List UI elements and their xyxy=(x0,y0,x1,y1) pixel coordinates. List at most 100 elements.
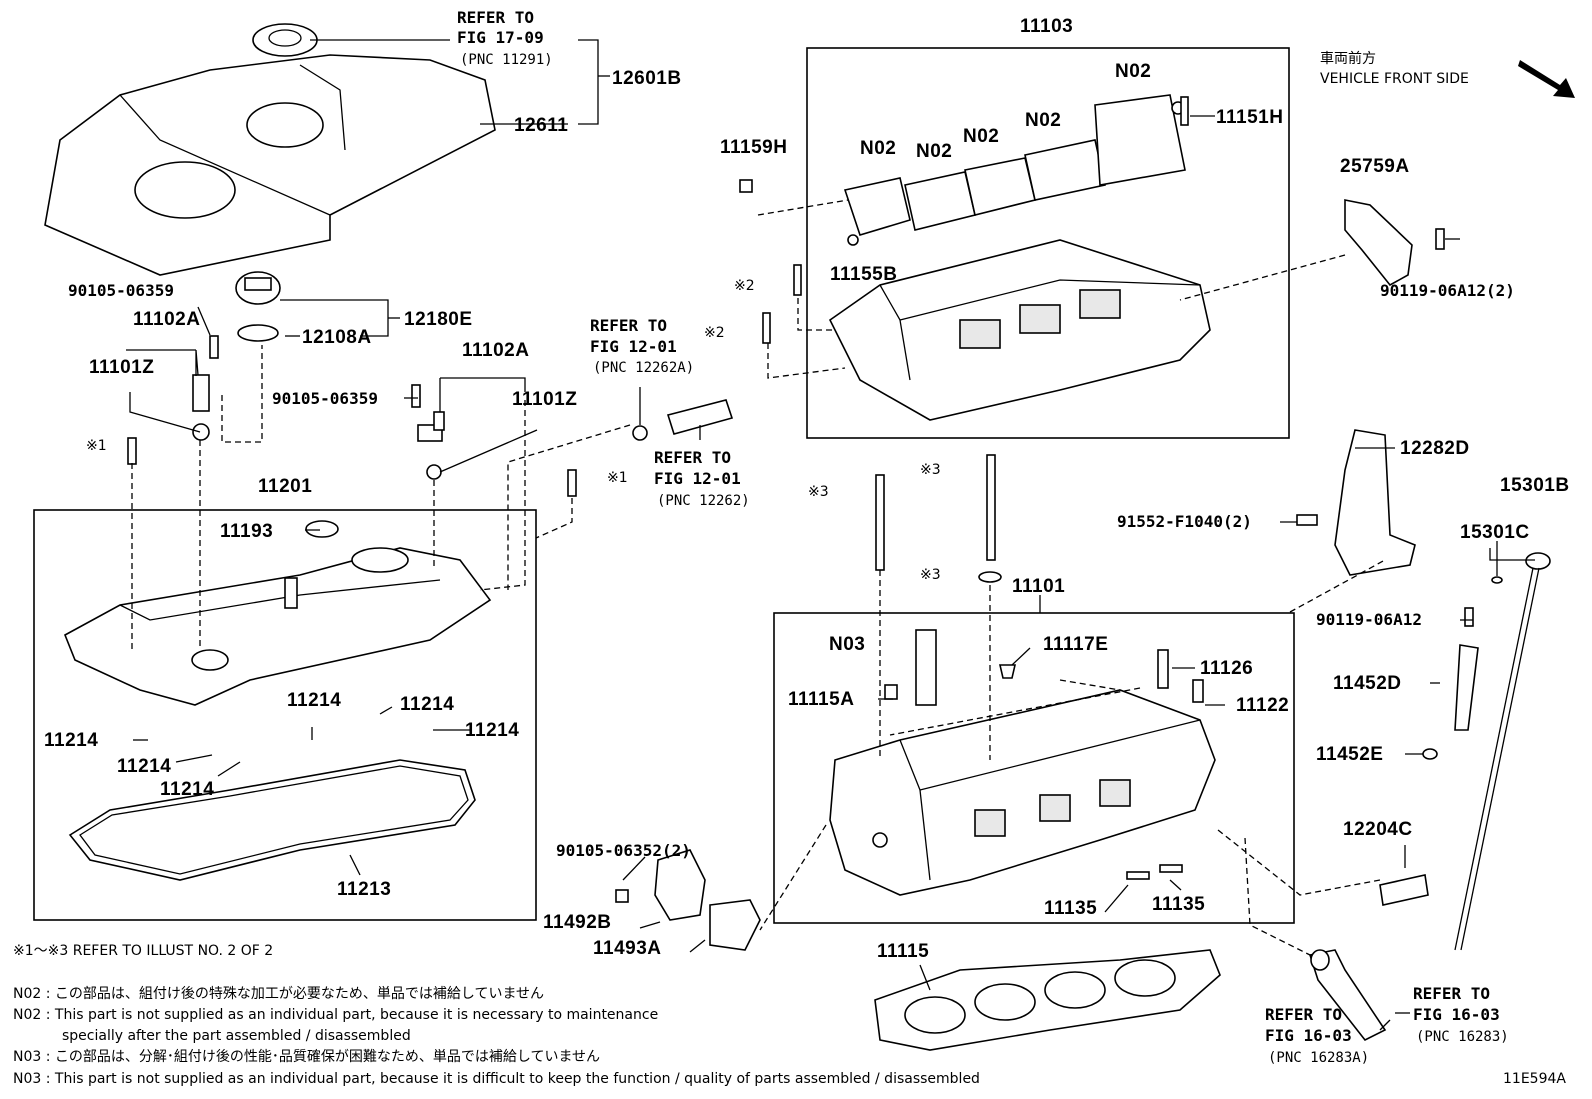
label-11126: 11126 xyxy=(1200,658,1253,679)
label-90105-06359-b: 90105-06359 xyxy=(272,389,378,408)
diagram-id: 11E594A xyxy=(1503,1071,1566,1087)
label-ref-16-03-b2: FIG 16-03 xyxy=(1413,1005,1500,1024)
part-labels: REFER TO FIG 17-09 (PNC 11291) 12601B 12… xyxy=(44,8,1570,1066)
label-11214-c: 11214 xyxy=(465,720,519,741)
label-11135-b: 11135 xyxy=(1152,894,1205,915)
label-s3-a: ※3 xyxy=(808,484,829,500)
cylinder-head xyxy=(829,629,1216,896)
box-11103 xyxy=(806,47,1290,439)
label-11213: 11213 xyxy=(337,879,391,900)
label-11155B: 11155B xyxy=(830,264,897,285)
dashed-lines xyxy=(131,199,1386,956)
label-n02-d: N02 xyxy=(1025,110,1061,131)
head-cover-gasket xyxy=(68,759,476,881)
label-11452E: 11452E xyxy=(1316,744,1383,765)
label-11159H: 11159H xyxy=(720,137,787,158)
bracket-12282D xyxy=(1334,429,1416,576)
note-refer-illust: ※1～※3 REFER TO ILLUST NO. 2 OF 2 xyxy=(13,943,273,959)
label-12180E: 12180E xyxy=(404,309,473,330)
label-11135-a: 11135 xyxy=(1044,898,1097,919)
label-s2-a: ※2 xyxy=(734,278,755,294)
label-11101: 11101 xyxy=(1012,576,1065,597)
note-n02-en1: N02 : This part is not supplied as an in… xyxy=(13,1007,658,1023)
label-s3-b: ※3 xyxy=(920,462,941,478)
box-11101 xyxy=(773,612,1295,924)
bracket-25759A xyxy=(1344,199,1413,287)
label-90119-06A12: 90119-06A12 xyxy=(1316,610,1422,629)
label-12108A: 12108A xyxy=(302,327,372,348)
label-n02-c: N02 xyxy=(963,126,999,147)
dipstick-guide xyxy=(1422,644,1479,760)
label-s1-b: ※1 xyxy=(607,470,628,486)
label-ref-16-03-b3: (PNC 16283) xyxy=(1416,1029,1509,1045)
leader-lines xyxy=(126,39,1535,1031)
label-11452D: 11452D xyxy=(1333,673,1402,694)
label-15301B: 15301B xyxy=(1500,475,1570,496)
label-11102A-a: 11102A xyxy=(133,309,200,330)
camshaft-housing xyxy=(828,94,1211,421)
label-n02-b: N02 xyxy=(916,141,952,162)
note-n03-en: N03 : This part is not supplied as an in… xyxy=(13,1071,980,1087)
label-11115: 11115 xyxy=(877,941,929,962)
box-11201 xyxy=(33,509,537,921)
pipe-12262 xyxy=(632,399,734,441)
label-n02-a: N02 xyxy=(860,138,896,159)
label-11214-a: 11214 xyxy=(287,690,341,711)
note-n02-jp: N02 : この部品は、組付け後の特殊な加工が必要なため、単品では補給していませ… xyxy=(13,986,544,1002)
label-11122: 11122 xyxy=(1236,695,1289,716)
note-n02-en2: specially after the part assembled / dis… xyxy=(62,1028,411,1044)
label-n03: N03 xyxy=(829,634,865,655)
label-ref-17-09-b: FIG 17-09 xyxy=(457,28,544,47)
label-11117E: 11117E xyxy=(1043,634,1108,655)
label-11101Z-b: 11101Z xyxy=(512,389,577,410)
label-11214-d: 11214 xyxy=(44,730,98,751)
label-11103: 11103 xyxy=(1020,16,1073,37)
label-s2-b: ※2 xyxy=(704,325,725,341)
label-s3-c: ※3 xyxy=(920,567,941,583)
direction-label-jp: 車両前方 xyxy=(1320,50,1376,67)
label-n02-e: N02 xyxy=(1115,61,1151,82)
label-ref-12-01-a2: FIG 12-01 xyxy=(590,337,677,356)
label-ref-16-03-b1: REFER TO xyxy=(1413,984,1490,1003)
label-11214-e: 11214 xyxy=(117,756,171,777)
label-11492B: 11492B xyxy=(543,912,612,933)
hose-16283 xyxy=(1308,949,1387,1042)
cam-sensor-a xyxy=(192,335,219,441)
cam-sensor-b xyxy=(411,384,445,480)
label-12611: 12611 xyxy=(514,115,568,136)
label-ref-16-03-a2: FIG 16-03 xyxy=(1265,1026,1352,1045)
label-11214-f: 11214 xyxy=(160,779,214,800)
label-ref-12-01-b3: (PNC 12262) xyxy=(657,493,750,509)
label-25759A: 25759A xyxy=(1340,156,1410,177)
dipstick xyxy=(1454,552,1551,951)
label-ref-17-09-c: (PNC 11291) xyxy=(460,52,553,68)
label-90105-06352: 90105-06352(2) xyxy=(556,841,691,860)
label-s1-a: ※1 xyxy=(86,438,107,454)
label-12282D: 12282D xyxy=(1400,438,1470,459)
label-11193: 11193 xyxy=(220,521,273,542)
hose-12204C xyxy=(1379,874,1429,906)
bolts xyxy=(127,96,1474,903)
oil-filler-cap xyxy=(235,271,281,342)
head-gasket-11115 xyxy=(874,949,1221,1051)
label-12204C: 12204C xyxy=(1343,819,1413,840)
label-15301C: 15301C xyxy=(1460,522,1530,543)
label-11201: 11201 xyxy=(258,476,312,497)
label-12601B: 12601B xyxy=(612,68,682,89)
label-ref-12-01-b2: FIG 12-01 xyxy=(654,469,741,488)
label-ref-12-01-b1: REFER TO xyxy=(654,448,731,467)
label-ref-12-01-a3: (PNC 12262A) xyxy=(593,360,694,376)
front-direction-arrow xyxy=(1518,60,1575,98)
label-11102A-b: 11102A xyxy=(462,340,529,361)
plates-11492B-11493A xyxy=(654,849,761,951)
note-n03-jp: N03 : この部品は、分解･組付け後の性能･品質確保が困難なため、単品では補給… xyxy=(13,1049,600,1065)
label-90105-06359-a: 90105-06359 xyxy=(68,281,174,300)
label-ref-12-01-a1: REFER TO xyxy=(590,316,667,335)
label-91552-F1040: 91552-F1040(2) xyxy=(1117,512,1252,531)
label-11101Z-a: 11101Z xyxy=(89,357,154,378)
direction-label-en: VEHICLE FRONT SIDE xyxy=(1320,71,1469,87)
label-11214-b: 11214 xyxy=(400,694,454,715)
engine-cover xyxy=(44,23,496,276)
label-ref-16-03-a3: (PNC 16283A) xyxy=(1268,1050,1369,1066)
